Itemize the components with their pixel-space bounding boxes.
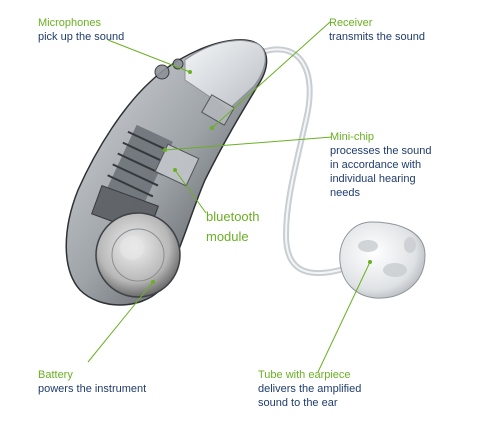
tube-desc-1: delivers the amplified xyxy=(258,383,362,395)
tube xyxy=(259,46,343,277)
earpiece xyxy=(339,221,426,299)
minichip-title: Mini-chip xyxy=(330,131,375,143)
minichip-desc-1: processes the sound xyxy=(330,145,432,157)
tube-desc-2: sound to the ear xyxy=(258,397,338,409)
bluetooth-line-2: module xyxy=(206,229,249,244)
receiver-desc: transmits the sound xyxy=(329,31,425,43)
minichip-leader xyxy=(164,136,333,151)
tube-leader xyxy=(317,261,371,373)
minichip-desc-2: in accordance with xyxy=(330,159,422,171)
bluetooth-line-1: bluetooth xyxy=(206,209,260,224)
receiver-title: Receiver xyxy=(329,17,373,29)
bluetooth-leader xyxy=(174,169,207,214)
battery-leader xyxy=(87,281,154,363)
hearing-aid-body xyxy=(65,39,268,306)
microphones-label: Microphones pick up the sound xyxy=(38,16,124,44)
minichip-label: Mini-chip processes the sound in accorda… xyxy=(330,130,432,200)
microphones-leader xyxy=(107,39,191,73)
tube-title: Tube with earpiece xyxy=(258,369,351,381)
bluetooth-label: bluetooth module xyxy=(206,207,260,247)
tube-label: Tube with earpiece delivers the amplifie… xyxy=(258,368,361,410)
minichip-desc-3: individual hearing xyxy=(330,173,416,185)
minichip-desc-4: needs xyxy=(330,187,360,199)
battery-title: Battery xyxy=(38,369,73,381)
receiver-leader xyxy=(211,21,331,129)
microphones-title: Microphones xyxy=(38,17,101,29)
microphones-desc: pick up the sound xyxy=(38,31,125,43)
battery-desc: powers the instrument xyxy=(38,383,147,395)
receiver-label: Receiver transmits the sound xyxy=(329,16,425,44)
battery-label: Battery powers the instrument xyxy=(38,368,146,396)
